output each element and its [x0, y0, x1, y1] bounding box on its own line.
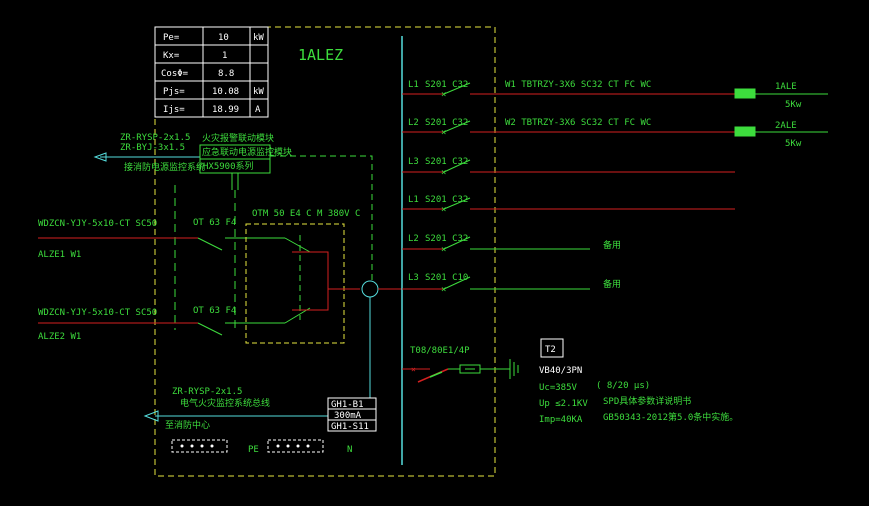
circuit-phase: L2 — [408, 118, 419, 128]
circuit-6: L3 S201 C10 × 备用 — [402, 273, 621, 295]
param-label: Kx= — [163, 51, 180, 61]
param-value: 8.8 — [218, 69, 234, 79]
spd-imp: Imp=40KA — [539, 415, 583, 425]
ats-unit: OTM 50 E4 C M 380V C — [245, 209, 402, 398]
circuit-phase: L1 — [408, 195, 419, 205]
param-value: 1 — [222, 51, 227, 61]
spd-block: T08/80E1/4P × T2 VB40/3PN Uc=385V ( 8/20… — [402, 338, 738, 425]
spd-switch: T08/80E1/4P — [410, 346, 470, 356]
fire-link: ZR-RYSP-2x1.5 ZR-BYJ-3x1.5 接消防电源监控系统 火灾报… — [93, 132, 373, 330]
circuit-load: 5Kw — [785, 139, 802, 149]
spd-class-box — [540, 338, 564, 358]
spd-x-icon: × — [411, 365, 416, 374]
fire-link-module-mid: 应急联动电源监控模块 — [202, 146, 292, 158]
n-label: N — [347, 445, 352, 455]
terminal-bar — [267, 439, 324, 453]
spd-up: Up ≤2.1KV — [539, 399, 588, 409]
incomer-cable: WDZCN-YJY-5x10-CT SC50 — [38, 308, 157, 318]
circuit-wire: W2 TBTRZY-3X6 SC32 CT FC WC — [505, 118, 651, 128]
incomer-2: WDZCN-YJY-5x10-CT SC50 ALZE2 W1 OT 63 F4 — [38, 306, 263, 342]
circuit-breaker: S201 C32 — [425, 80, 468, 90]
spd-wave: ( 8/20 μs) — [596, 381, 650, 391]
circuit-wire: W1 TBTRZY-3X6 SC32 CT FC WC — [505, 80, 651, 90]
circuit-4: L1 S201 C32 × — [402, 195, 735, 215]
panel-outline — [154, 26, 496, 477]
circuit-load: 5Kw — [785, 100, 802, 110]
load-block — [734, 126, 756, 137]
fire-link-note: 接消防电源监控系统 — [124, 161, 205, 173]
monitor-note: 电气火灾监控系统总线 — [180, 397, 270, 409]
panel-name: 1ALEZ — [298, 46, 343, 64]
breaker-x-icon: × — [441, 205, 446, 215]
breaker-x-icon: × — [441, 128, 446, 138]
breaker-x-icon: × — [441, 285, 446, 295]
circuit-dest: 备用 — [603, 239, 621, 251]
incomer-switch: OT 63 F4 — [193, 218, 236, 228]
monitor-cable: ZR-RYSP-2x1.5 — [172, 387, 242, 397]
terminal-bar — [171, 439, 228, 453]
circuit-2: L2 S201 C32 × W2 TBTRZY-3X6 SC32 CT FC W… — [402, 118, 828, 149]
monitor-module3: GH1-S11 — [331, 422, 369, 432]
monitor-block: ZR-RYSP-2x1.5 电气火灾监控系统总线 至消防中心 GH1-B1 30… — [143, 387, 377, 432]
incomer-switch: OT 63 F4 — [193, 306, 236, 316]
incomer-source: ALZE1 W1 — [38, 250, 81, 260]
circuit-dest: 2ALE — [775, 121, 797, 131]
breaker-x-icon: × — [441, 245, 446, 255]
param-value: 10.08 — [212, 87, 239, 97]
breaker-x-icon: × — [441, 168, 446, 178]
param-value: 10 — [218, 33, 229, 43]
arrow-left-icon — [93, 152, 107, 162]
circuit-breaker: S201 C32 — [425, 195, 468, 205]
fire-link-module-top: 火灾报警联动模块 — [202, 132, 274, 144]
param-unit: kW — [253, 87, 264, 97]
fire-link-cable1: ZR-RYSP-2x1.5 — [120, 133, 190, 143]
monitor-module — [327, 397, 377, 432]
breaker-x-icon: × — [441, 90, 446, 100]
circuit-phase: L3 — [408, 273, 419, 283]
circuit-phase: L2 — [408, 234, 419, 244]
circuit-breaker: S201 C32 — [425, 157, 468, 167]
monitor-module2: 300mA — [334, 411, 362, 421]
spd-note2: GB50343-2012第5.0条中实施。 — [603, 411, 738, 423]
param-rows: Pe= 10 kW Kx= 1 CosΦ= 8.8 Pjs= 10.08 kW … — [161, 33, 264, 115]
monitor-module1: GH1-B1 — [331, 400, 364, 410]
ct-icon — [361, 280, 379, 298]
fire-link-cable2: ZR-BYJ-3x1.5 — [120, 143, 185, 153]
param-value: 18.99 — [212, 105, 239, 115]
monitor-dest: 至消防中心 — [165, 419, 210, 431]
param-label: Ijs= — [163, 105, 185, 115]
circuit-breaker: S201 C32 — [425, 118, 468, 128]
circuit-dest: 1ALE — [775, 82, 797, 92]
param-unit: A — [255, 105, 261, 115]
param-table — [154, 26, 269, 118]
ats-label: OTM 50 E4 C M 380V C — [252, 209, 360, 219]
incomer-1: WDZCN-YJY-5x10-CT SC50 ALZE1 W1 OT 63 F4 — [38, 218, 263, 260]
load-block — [734, 88, 756, 99]
circuit-breaker: S201 C10 — [425, 273, 468, 283]
circuit-breaker: S201 C32 — [425, 234, 468, 244]
circuit-3: L3 S201 C32 × — [402, 157, 735, 178]
spd-note1: SPD具体参数详说明书 — [603, 395, 691, 407]
param-label: Pjs= — [163, 87, 185, 97]
circuit-phase: L3 — [408, 157, 419, 167]
circuit-1: L1 S201 C32 × W1 TBTRZY-3X6 SC32 CT FC W… — [402, 80, 828, 110]
param-label: CosΦ= — [161, 69, 189, 79]
param-label: Pe= — [163, 33, 180, 43]
circuit-phase: L1 — [408, 80, 419, 90]
incomer-source: ALZE2 W1 — [38, 332, 81, 342]
fire-link-module-model: HX5900系列 — [203, 160, 254, 172]
terminal-bars: PE N — [171, 439, 352, 455]
circuit-5: L2 S201 C32 × 备用 — [402, 234, 621, 255]
pe-label: PE — [248, 445, 259, 455]
incomer-cable: WDZCN-YJY-5x10-CT SC50 — [38, 219, 157, 229]
circuit-dest: 备用 — [603, 278, 621, 290]
spd-model: VB40/3PN — [539, 366, 582, 376]
spd-class: T2 — [545, 345, 556, 355]
arrow-left-icon — [143, 410, 159, 422]
param-unit: kW — [253, 33, 264, 43]
spd-uc: Uc=385V — [539, 383, 578, 393]
